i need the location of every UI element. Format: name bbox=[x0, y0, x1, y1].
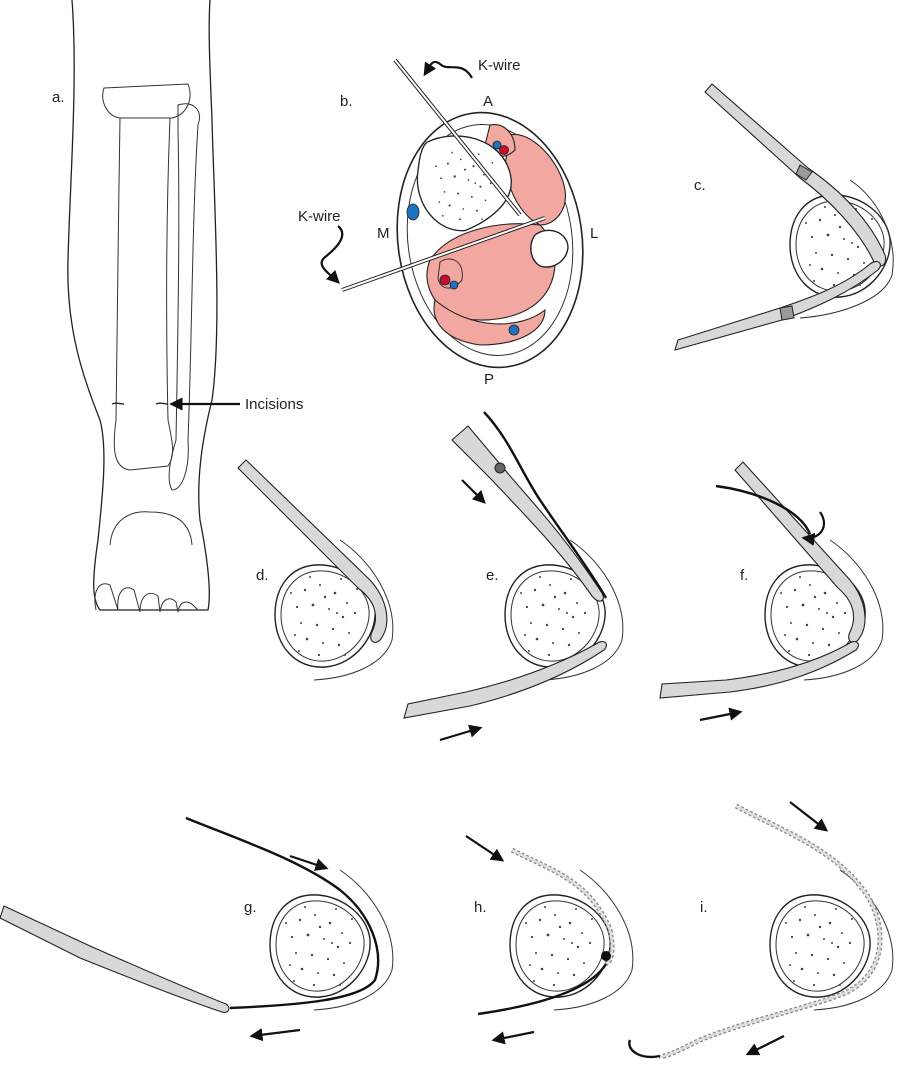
panel-h-label: h. bbox=[474, 899, 487, 916]
panel-f: f. bbox=[659, 461, 884, 722]
panel-e: e. bbox=[403, 411, 624, 742]
orientation-medial: M bbox=[377, 225, 390, 242]
panel-d-label: d. bbox=[256, 567, 269, 584]
panel-h: h. bbox=[465, 835, 634, 1045]
orientation-posterior: P bbox=[484, 371, 494, 388]
panel-g: g. bbox=[0, 816, 394, 1042]
panel-f-label: f. bbox=[740, 567, 748, 584]
panel-i-label: i. bbox=[700, 899, 708, 916]
panel-c-label: c. bbox=[694, 177, 706, 194]
orientation-lateral: L bbox=[590, 225, 598, 242]
panel-d: d. bbox=[237, 459, 394, 681]
panel-c: c. bbox=[674, 83, 894, 351]
panel-a-leg: a. Incisions bbox=[52, 0, 303, 613]
panel-a-label: a. bbox=[52, 89, 65, 106]
panel-e-label: e. bbox=[486, 567, 499, 584]
kwire-top-label: K-wire bbox=[478, 57, 521, 74]
orientation-anterior: A bbox=[483, 93, 493, 110]
kwire-left-label: K-wire bbox=[298, 208, 341, 225]
panel-b-cross-section: K-wire K-wire b. A M L P bbox=[298, 57, 598, 388]
panel-i: i. bbox=[628, 801, 894, 1059]
incisions-callout: Incisions bbox=[245, 396, 303, 413]
panel-g-label: g. bbox=[244, 899, 257, 916]
panel-b-label: b. bbox=[340, 93, 353, 110]
